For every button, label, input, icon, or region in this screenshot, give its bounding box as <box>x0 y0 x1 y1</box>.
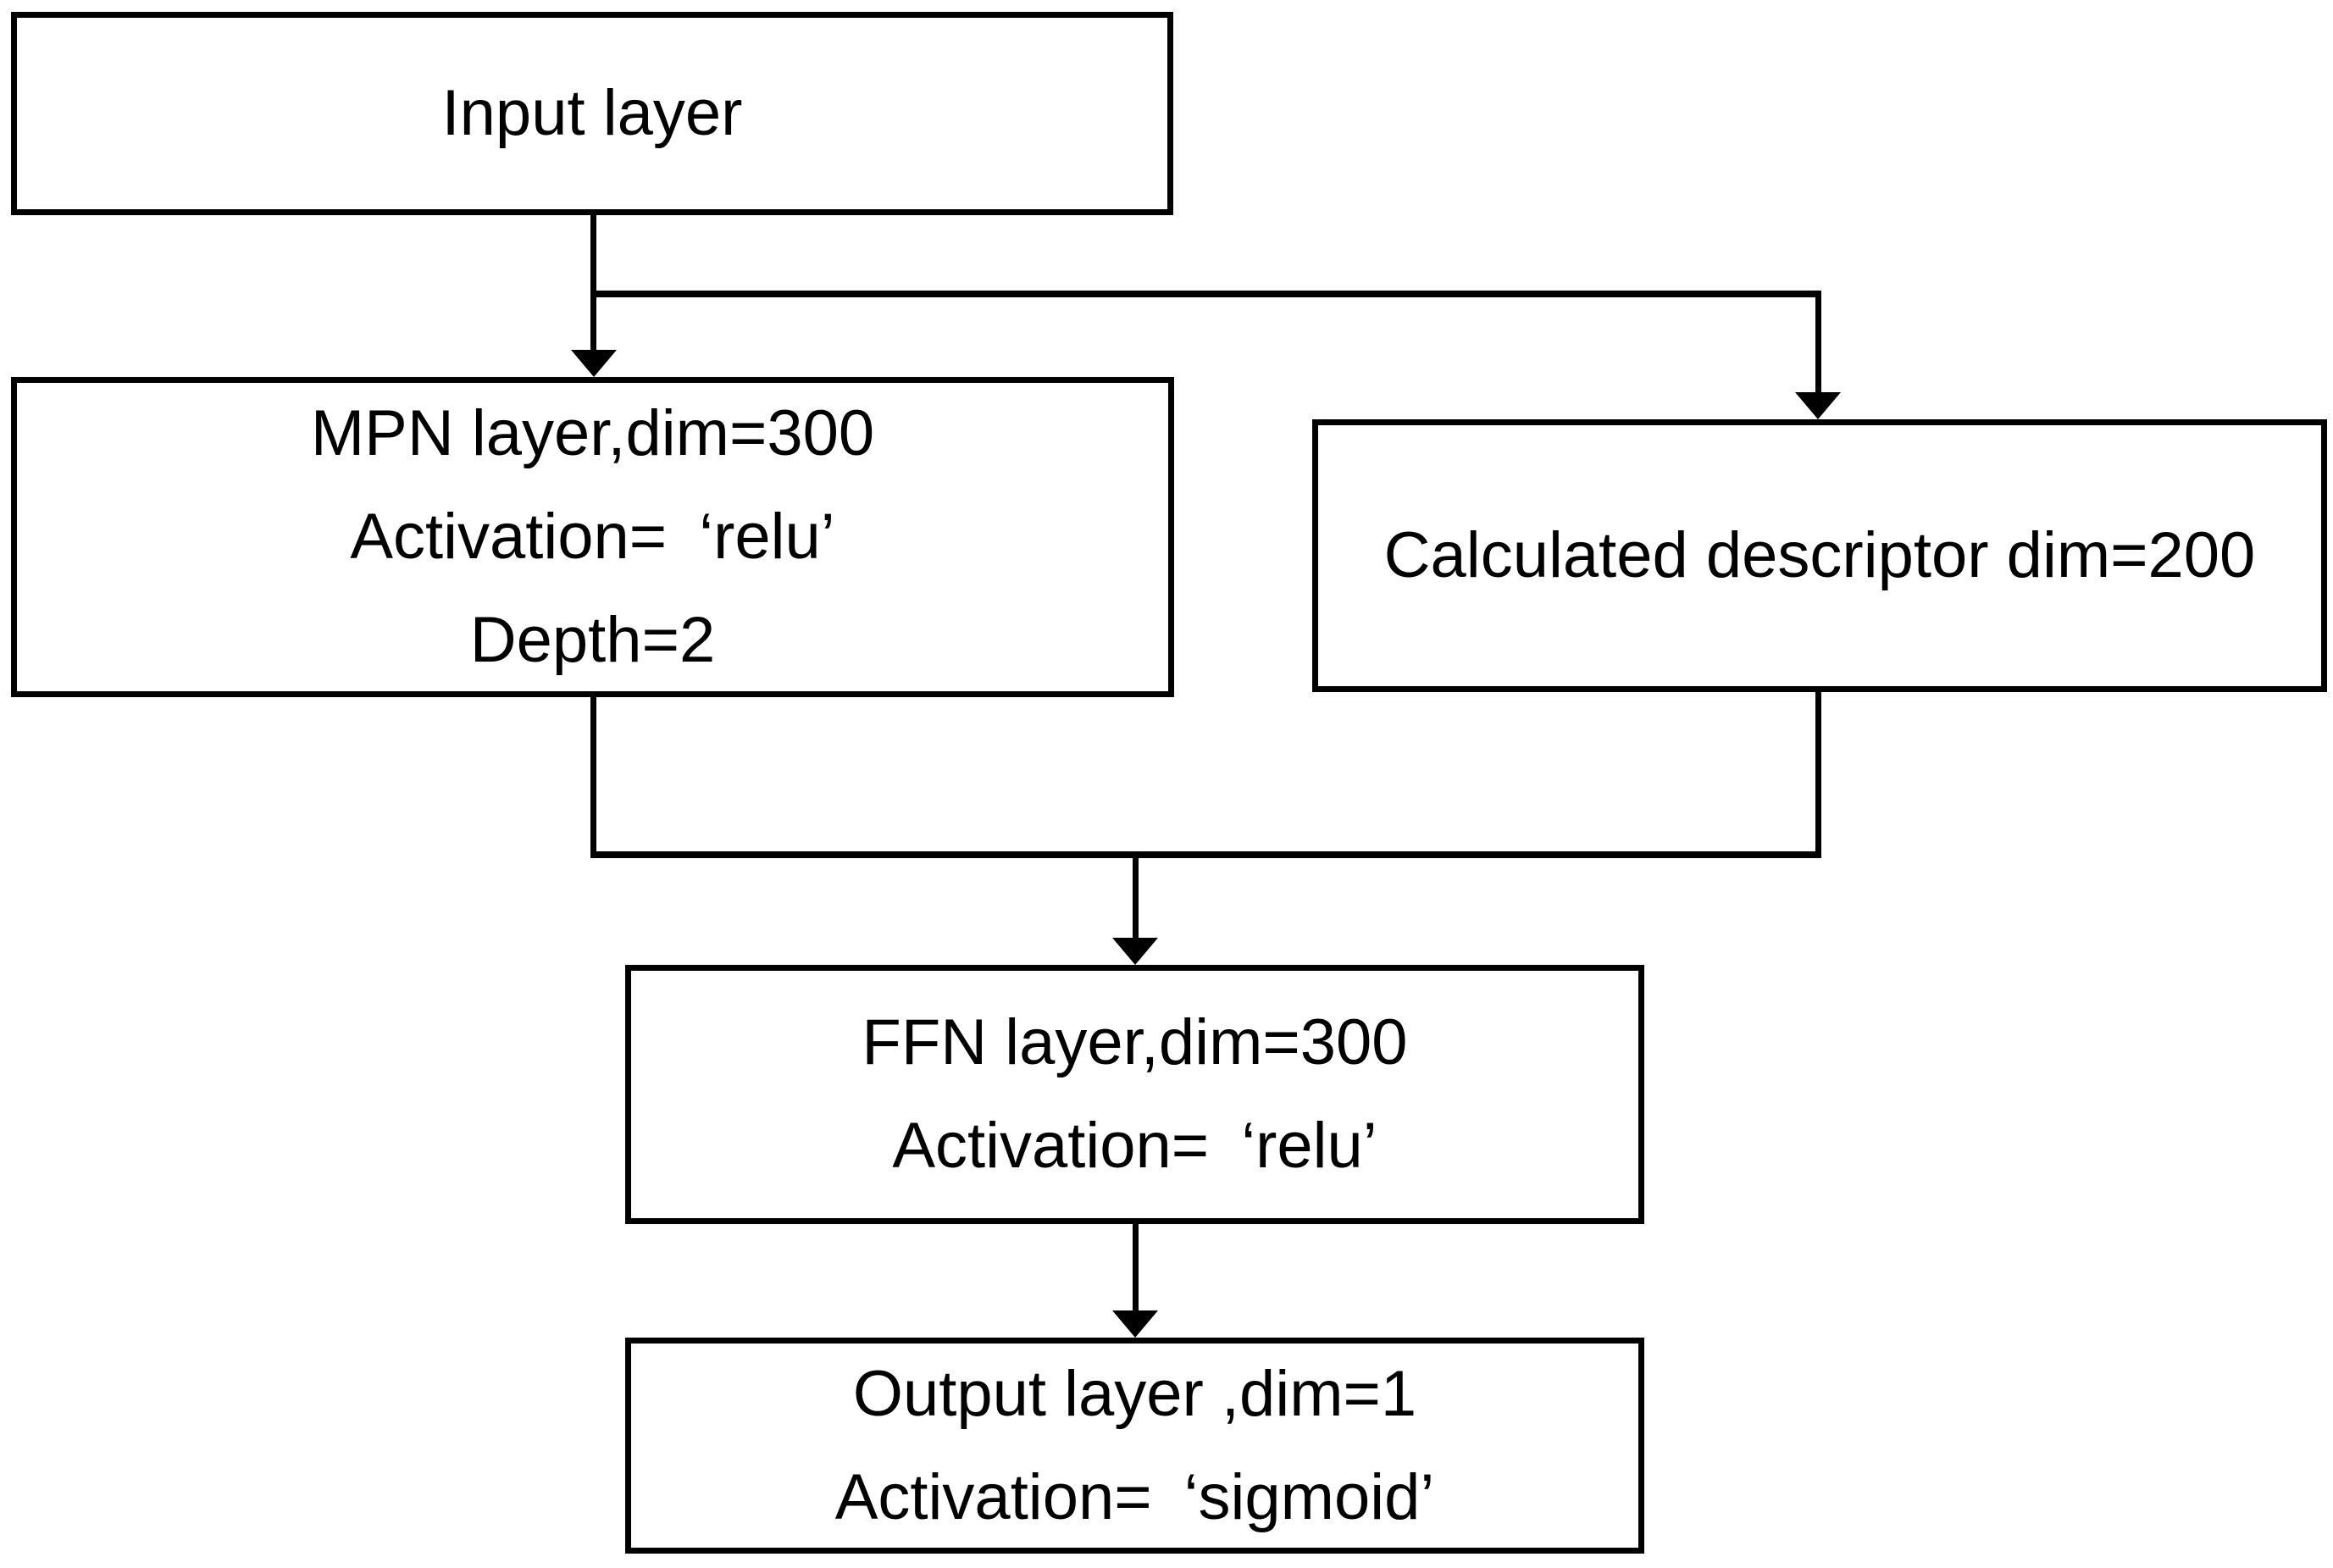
node-mpn-layer-label-line1: MPN layer,dim=300 <box>310 397 875 469</box>
connector-mpn-down-vertical <box>590 697 596 858</box>
arrowhead-into-descriptor-icon <box>1795 392 1841 419</box>
arrowhead-into-ffn-icon <box>1112 938 1158 965</box>
node-output-layer-label-line2: Activation= ‘sigmoid’ <box>834 1460 1435 1533</box>
node-ffn-layer: FFN layer,dim=300 Activation= ‘relu’ <box>625 965 1644 1224</box>
node-mpn-layer: MPN layer,dim=300 Activation= ‘relu’ Dep… <box>11 377 1174 697</box>
node-mpn-layer-label-line2: Activation= ‘relu’ <box>350 501 835 573</box>
node-ffn-layer-label-line1: FFN layer,dim=300 <box>862 1006 1408 1078</box>
node-input-layer: Input layer <box>11 12 1173 215</box>
node-calculated-descriptor: Calculated descriptor dim=200 <box>1312 419 2327 692</box>
arrowhead-into-output-icon <box>1112 1310 1158 1338</box>
connector-input-to-mpn-vertical <box>590 215 596 353</box>
node-ffn-layer-label-line2: Activation= ‘relu’ <box>892 1110 1377 1182</box>
connector-descriptor-down-vertical <box>1815 692 1821 858</box>
connector-merge-horizontal <box>590 851 1821 858</box>
node-input-layer-label: Input layer <box>441 77 743 149</box>
node-mpn-layer-label-line3: Depth=2 <box>469 604 716 676</box>
node-output-layer-label-line1: Output layer ,dim=1 <box>852 1357 1417 1430</box>
arrowhead-into-mpn-icon <box>571 350 617 377</box>
connector-branch-to-descriptor-vertical <box>1815 291 1821 396</box>
connector-branch-horizontal <box>590 291 1821 297</box>
connector-merge-to-ffn-vertical <box>1133 858 1139 941</box>
node-calculated-descriptor-label: Calculated descriptor dim=200 <box>1383 519 2256 591</box>
node-output-layer: Output layer ,dim=1 Activation= ‘sigmoid… <box>625 1338 1644 1554</box>
connector-ffn-to-output-vertical <box>1133 1224 1139 1314</box>
